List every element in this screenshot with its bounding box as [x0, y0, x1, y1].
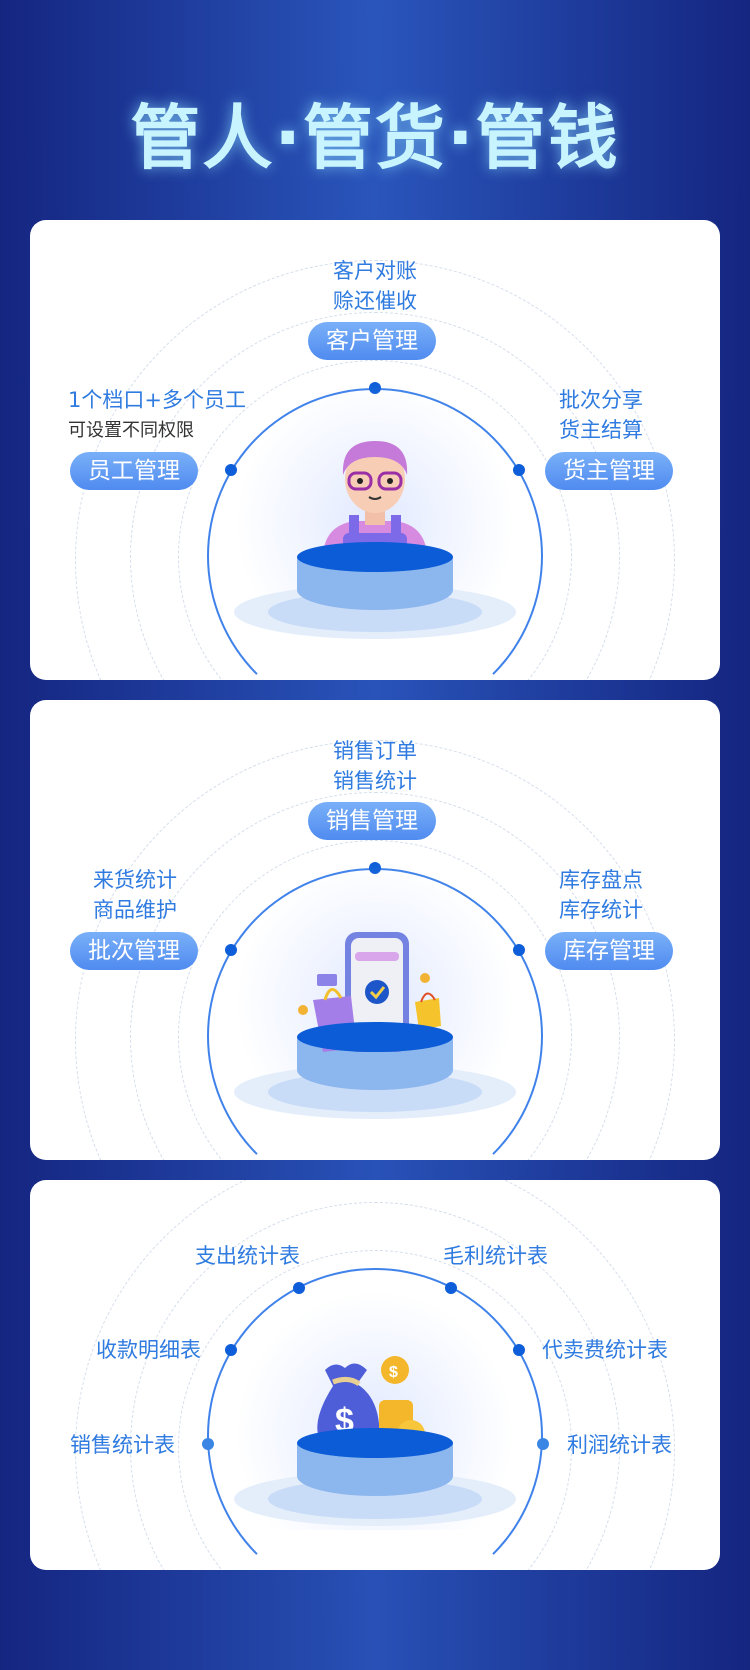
right-feature-line: 货主结算 — [559, 418, 643, 442]
card-people-management: 客户对账 赊还催收 客户管理 1个档口+多个员工 可设置不同权限 员工管理 批次… — [30, 220, 720, 680]
customer-management-button[interactable]: 客户管理 — [308, 322, 436, 360]
orbit-dot — [225, 1344, 237, 1356]
consignment-fee-report-link[interactable]: 代卖费统计表 — [542, 1338, 668, 1362]
sales-report-link[interactable]: 销售统计表 — [70, 1433, 175, 1457]
sales-management-button[interactable]: 销售管理 — [308, 802, 436, 840]
orbit-dot — [537, 1438, 549, 1450]
right-feature-line: 批次分享 — [559, 388, 643, 412]
profit-report-link[interactable]: 利润统计表 — [567, 1433, 672, 1457]
top-feature-line: 赊还催收 — [333, 289, 417, 313]
card-goods-management: 销售订单 销售统计 销售管理 来货统计 商品维护 批次管理 库存盘点 库存统计 … — [30, 700, 720, 1160]
svg-text:$: $ — [389, 1364, 398, 1381]
orbit-dot — [225, 944, 237, 956]
inventory-management-button[interactable]: 库存管理 — [545, 932, 673, 970]
orbit-arc — [207, 1268, 543, 1570]
left-feature-sub: 可设置不同权限 — [68, 420, 194, 441]
card-money-management: 支出统计表 毛利统计表 收款明细表 代卖费统计表 销售统计表 利润统计表 $ $… — [30, 1180, 720, 1570]
right-feature-line: 库存统计 — [559, 898, 643, 922]
platform-top — [297, 1022, 453, 1052]
platform-top — [297, 542, 453, 572]
left-feature-line: 1个档口+多个员工 — [68, 388, 246, 412]
right-feature-line: 库存盘点 — [559, 868, 643, 892]
platform-top — [297, 1428, 453, 1458]
orbit-dot — [513, 1344, 525, 1356]
orbit-dot — [513, 464, 525, 476]
owner-management-button[interactable]: 货主管理 — [545, 452, 673, 490]
gross-profit-report-link[interactable]: 毛利统计表 — [443, 1244, 548, 1268]
receipt-detail-report-link[interactable]: 收款明细表 — [96, 1338, 201, 1362]
top-feature-line: 销售统计 — [333, 769, 417, 793]
top-feature-line: 客户对账 — [333, 259, 417, 283]
page-title: 管人·管货·管钱 — [130, 97, 620, 179]
expense-report-link[interactable]: 支出统计表 — [195, 1244, 300, 1268]
batch-management-button[interactable]: 批次管理 — [70, 932, 198, 970]
staff-management-button[interactable]: 员工管理 — [70, 452, 198, 490]
orbit-dot — [202, 1438, 214, 1450]
orbit-dot — [513, 944, 525, 956]
orbit-dot — [225, 464, 237, 476]
top-feature-line: 销售订单 — [333, 739, 417, 763]
left-feature-line: 来货统计 — [93, 868, 177, 892]
left-feature-line: 商品维护 — [93, 898, 177, 922]
